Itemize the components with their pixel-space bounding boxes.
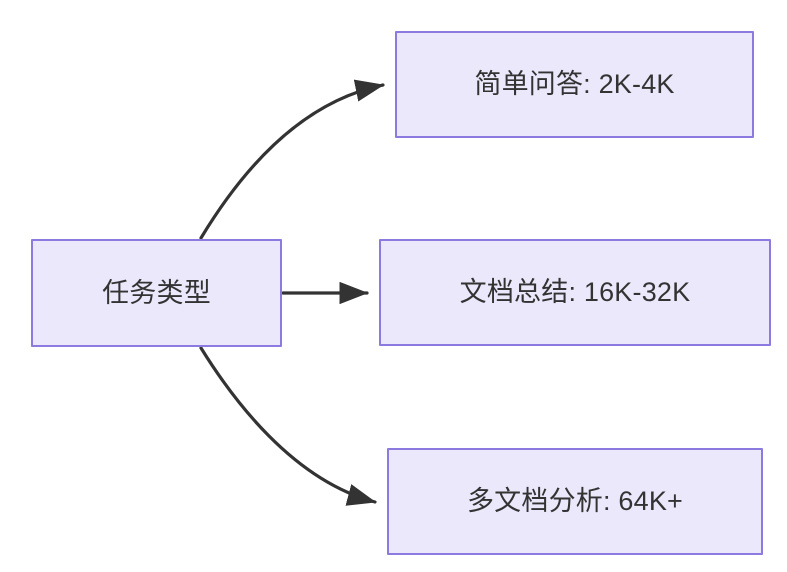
node-simple-qa[interactable]: 简单问答: 2K-4K bbox=[395, 31, 754, 138]
node-multi-doc-label: 多文档分析: 64K+ bbox=[466, 486, 683, 517]
edge-source-to-simple-qa bbox=[199, 79, 385, 240]
node-task-type[interactable]: 任务类型 bbox=[31, 239, 282, 347]
edge-source-to-multi-doc bbox=[199, 346, 377, 506]
node-task-type-label: 任务类型 bbox=[102, 277, 211, 308]
node-multi-doc[interactable]: 多文档分析: 64K+ bbox=[387, 448, 763, 555]
node-doc-summary[interactable]: 文档总结: 16K-32K bbox=[379, 239, 771, 346]
node-doc-summary-label: 文档总结: 16K-32K bbox=[459, 277, 691, 308]
node-simple-qa-label: 简单问答: 2K-4K bbox=[474, 69, 675, 100]
